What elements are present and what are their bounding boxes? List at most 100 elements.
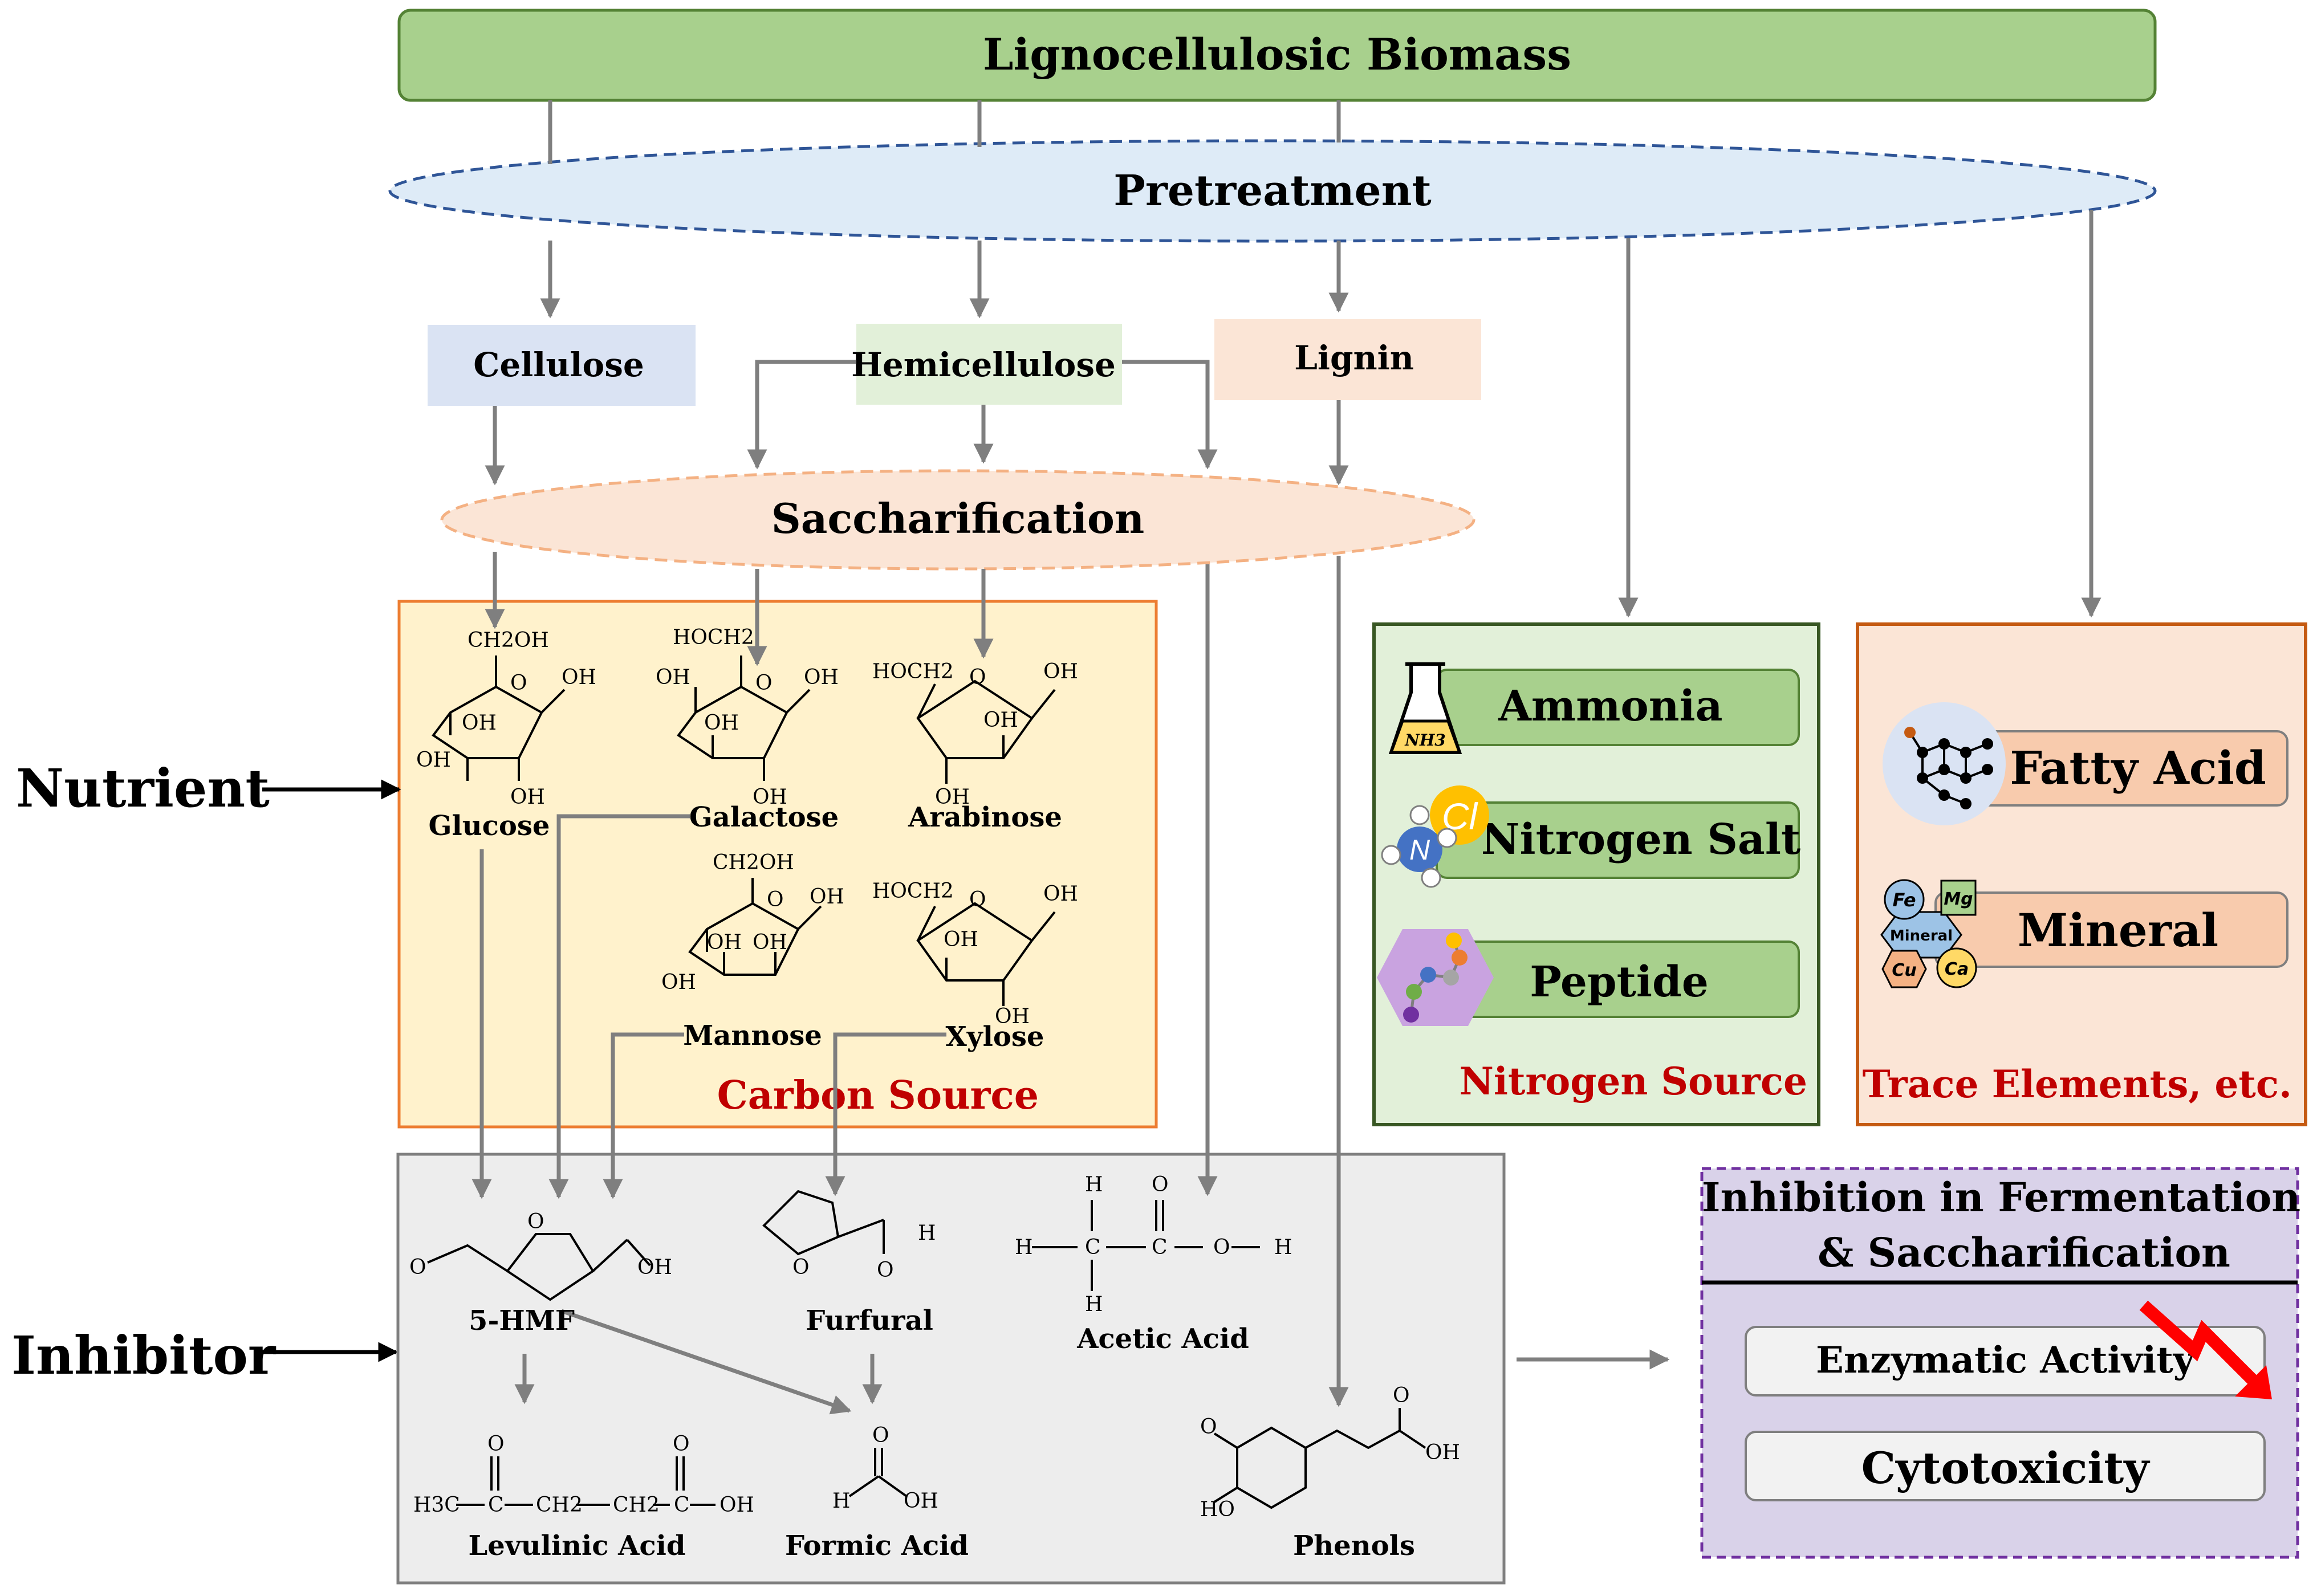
formic-o: O — [872, 1424, 889, 1447]
flask-nh3: NH3 — [1404, 731, 1446, 750]
lignin-box: Lignin — [1214, 319, 1481, 400]
mineral-fe: Fe — [1892, 889, 1916, 911]
furfural-structure — [762, 1190, 885, 1256]
biomass-connectors — [548, 100, 1341, 164]
hmf-o-aldehyde: O — [409, 1256, 426, 1279]
glucose-o: O — [510, 671, 527, 695]
cellulose-label: Cellulose — [473, 345, 644, 384]
glucose-ch2oh: CH2OH — [468, 629, 549, 652]
xylose-label: Xylose — [946, 1021, 1044, 1053]
furfural-label: Furfural — [806, 1305, 933, 1337]
enzymatic-activity-pill — [1745, 1326, 2266, 1396]
component-arrows — [485, 360, 1349, 486]
acetic-acid-label: Acetic Acid — [1076, 1323, 1249, 1355]
salt-n: N — [1409, 834, 1430, 866]
mannose-oh-1: OH — [810, 885, 844, 909]
enzymatic-activity-label: Enzymatic Activity — [1816, 1339, 2196, 1382]
arabinose-hoch2: HOCH2 — [872, 660, 954, 683]
inhibitor-arrows — [471, 556, 1349, 1415]
glucose-oh-4: OH — [510, 785, 545, 809]
hemicellulose-label: Hemicellulose — [851, 345, 1116, 384]
acetic-c-2: C — [1152, 1236, 1168, 1259]
lignocellulosic-biomass-box: Lignocellulosic Biomass — [397, 9, 2157, 102]
saccharification-ellipse: Saccharification — [440, 469, 1475, 571]
inhibition-title-2: & Saccharification — [1818, 1229, 2230, 1276]
hemicellulose-box: Hemicellulose — [851, 324, 1122, 405]
galactose-oh-3: OH — [704, 711, 739, 735]
pretreatment-arrows — [540, 210, 2101, 618]
fatty-acid-label: Fatty Acid — [2010, 741, 2266, 795]
mannose-oh-4: OH — [661, 971, 696, 994]
glucose-oh-2: OH — [462, 711, 497, 735]
phenols-ho: HO — [1200, 1498, 1235, 1521]
furfural-labels: O H O — [792, 1222, 936, 1282]
pretreatment-ellipse: Pretreatment — [388, 139, 2157, 243]
xylose-structure — [916, 902, 1056, 1006]
acetic-h-top: H — [1085, 1173, 1103, 1196]
xylose-oh-1: OH — [1043, 882, 1078, 906]
nutrient-label: Nutrient — [16, 758, 270, 819]
glucose-oh-3: OH — [416, 748, 451, 772]
glucose-labels: CH2OH O OH OH OH OH — [416, 629, 596, 809]
xylose-hoch2: HOCH2 — [872, 880, 954, 903]
galactose-hoch2: HOCH2 — [673, 626, 754, 649]
levulinic-acid-label: Levulinic Acid — [469, 1530, 686, 1562]
furfural-o: O — [877, 1259, 894, 1282]
acetic-acid-labels: H O H C C O H H — [1015, 1173, 1292, 1316]
levulinic-acid-labels: O O H3C C CH2 CH2 C OH — [413, 1432, 754, 1517]
xylose-labels: HOCH2 O OH OH OH — [872, 880, 1078, 1028]
arabinose-labels: HOCH2 O OH OH OH — [872, 660, 1078, 809]
levulinic-h3c: H3C — [413, 1493, 460, 1517]
glucose-label: Glucose — [429, 810, 550, 842]
cytotoxicity-label: Cytotoxicity — [1861, 1443, 2151, 1493]
galactose-o: O — [755, 671, 773, 695]
arabinose-o: O — [969, 666, 986, 689]
furfural-h: H — [918, 1222, 936, 1245]
arabinose-label: Arabinose — [908, 801, 1062, 833]
acetic-o-top: O — [1152, 1173, 1169, 1196]
xylose-oh-2: OH — [944, 928, 978, 951]
galactose-structure — [677, 656, 811, 781]
sugar-arrows — [485, 552, 994, 666]
acetic-h-left: H — [1015, 1236, 1033, 1259]
inhibitor-box — [396, 1153, 1506, 1585]
glucose-oh-1: OH — [562, 666, 596, 689]
decrease-arrow-icon — [2139, 1300, 2272, 1399]
phenols-o-methoxy: O — [1200, 1415, 1217, 1439]
levulinic-o-2: O — [673, 1432, 690, 1456]
levulinic-acid-structure — [456, 1456, 716, 1506]
mineral-label: Mineral — [2018, 903, 2218, 957]
mannose-oh-2: OH — [707, 931, 742, 954]
mineral-icon: Mineral Fe Mg Cu Ca — [1880, 879, 1977, 988]
levulinic-ch2-1: CH2 — [536, 1493, 583, 1517]
hmf-label: 5-HMF — [469, 1305, 575, 1337]
saccharification-label: Saccharification — [771, 494, 1144, 543]
formic-h: H — [832, 1489, 850, 1513]
arabinose-structure — [916, 679, 1056, 784]
xylose-oh-3: OH — [995, 1005, 1030, 1028]
trace-elements-title: Trace Elements, etc. — [1863, 1062, 2292, 1106]
trace-elements-box: Trace Elements, etc. — [1856, 622, 2307, 1126]
peptide-icon — [1377, 929, 1494, 1026]
carbon-source-title: Carbon Source — [717, 1073, 1039, 1118]
arabinose-oh-2: OH — [983, 709, 1018, 732]
hmf-oh: OH — [637, 1256, 672, 1279]
mineral-mg: Mg — [1944, 889, 1973, 909]
lignin-label: Lignin — [1294, 339, 1414, 377]
lignocellulosic-biomass-label: Lignocellulosic Biomass — [983, 29, 1571, 80]
glucose-structure — [432, 656, 566, 781]
acetic-c-1: C — [1085, 1236, 1101, 1259]
phenols-labels: O HO O OH — [1200, 1384, 1460, 1521]
mannose-ch2oh: CH2OH — [713, 851, 794, 874]
galactose-labels: HOCH2 O OH OH OH OH — [656, 626, 839, 809]
mannose-label: Mannose — [683, 1020, 822, 1052]
nitrogen-source-title: Nitrogen Source — [1460, 1059, 1807, 1104]
ammonia-label: Ammonia — [1498, 682, 1722, 731]
mannose-oh-3: OH — [753, 931, 787, 954]
phenols-structure — [1213, 1408, 1426, 1509]
cytotoxicity-pill — [1745, 1431, 2266, 1501]
carbon-source-box: Carbon Source — [397, 600, 1158, 1129]
mannose-labels: CH2OH O OH OH OH OH — [661, 851, 844, 994]
galactose-oh-1: OH — [804, 666, 839, 689]
